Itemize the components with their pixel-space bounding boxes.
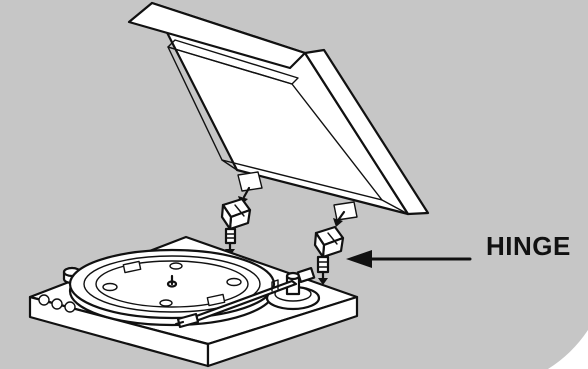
platter xyxy=(70,250,274,325)
hinge-callout-label: HINGE xyxy=(486,233,571,259)
